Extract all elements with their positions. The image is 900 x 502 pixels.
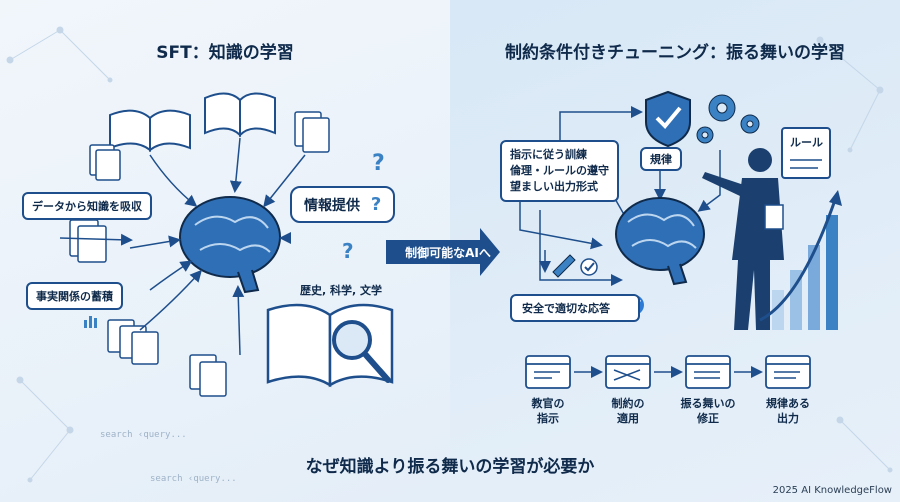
info-provision-label: 情報提供	[304, 198, 360, 214]
facts-accumulation-label: 事実関係の蓄積	[26, 282, 123, 310]
process-step-glyphs	[534, 369, 800, 381]
rule-book-icon	[781, 127, 831, 179]
step-line: 振る舞いの	[680, 397, 736, 410]
left-title: SFT：知識の学習	[156, 43, 294, 63]
pencil-icon	[552, 254, 576, 278]
open-book-magnifier-icon	[266, 303, 394, 388]
instruction-item: 望ましい出力形式	[510, 180, 598, 193]
step-instructor-directive: 教官の 指示	[513, 396, 583, 426]
right-flow-arrows	[519, 106, 721, 286]
bar-chart-icon	[84, 316, 97, 328]
search-placeholder-1: search ‹query...	[100, 430, 187, 440]
step-line: 制約の	[611, 397, 645, 410]
step-line: 指示	[537, 412, 559, 425]
brain-icon-left	[179, 196, 281, 294]
subjects-label: 歴史, 科学, 文学	[300, 284, 383, 297]
shield-check-icon	[645, 90, 691, 148]
search-placeholder-2: search ‹query...	[150, 474, 237, 484]
transition-arrow	[386, 228, 500, 276]
instruction-item: 倫理・ルールの遵守	[510, 164, 609, 177]
step-line: 出力	[777, 412, 799, 425]
transition-arrow-label: 制御可能なAIへ	[405, 246, 491, 260]
small-check-icon	[580, 258, 598, 276]
instruction-item: 指示に従う訓練	[510, 148, 587, 161]
gear-icon	[696, 94, 760, 144]
document-icons	[69, 111, 330, 397]
book-icon-top-left	[109, 109, 191, 153]
step-behavior-correction: 振る舞いの 修正	[673, 396, 743, 426]
rule-label: ルール	[790, 136, 823, 149]
safe-response-label: 安全で適切な応答	[510, 294, 640, 322]
instructor-figure	[702, 148, 784, 330]
step-line: 教官の	[531, 397, 565, 410]
left-flow-arrows	[59, 137, 306, 356]
step-line: 規律ある	[766, 397, 810, 410]
discipline-label: 規律	[640, 147, 682, 171]
credit-text: 2025 AI KnowledgeFlow	[772, 485, 892, 496]
step-line: 適用	[617, 412, 639, 425]
question-mark-icon-1: ?	[372, 151, 385, 176]
bottom-caption: なぜ知識より振る舞いの学習が必要か	[305, 457, 595, 477]
question-mark-icon-2: ?	[342, 239, 354, 263]
brain-icon-right	[615, 197, 705, 286]
absorb-knowledge-label: データから知識を吸収	[22, 192, 152, 220]
question-mark-icon-3: ?	[370, 194, 382, 215]
step-constraint-application: 制約の 適用	[593, 396, 663, 426]
network-decoration	[6, 26, 893, 483]
right-title: 制約条件付きチューニング：振る舞いの学習	[505, 43, 845, 63]
step-line: 修正	[697, 412, 719, 425]
step-disciplined-output: 規律ある 出力	[753, 396, 823, 426]
growth-chart-icon	[759, 190, 842, 330]
info-provision-bubble: 情報提供 ?	[290, 186, 396, 223]
instruction-list-box: 指示に従う訓練 倫理・ルールの遵守 望ましい出力形式	[500, 140, 619, 202]
book-icon-top-center	[204, 92, 276, 138]
